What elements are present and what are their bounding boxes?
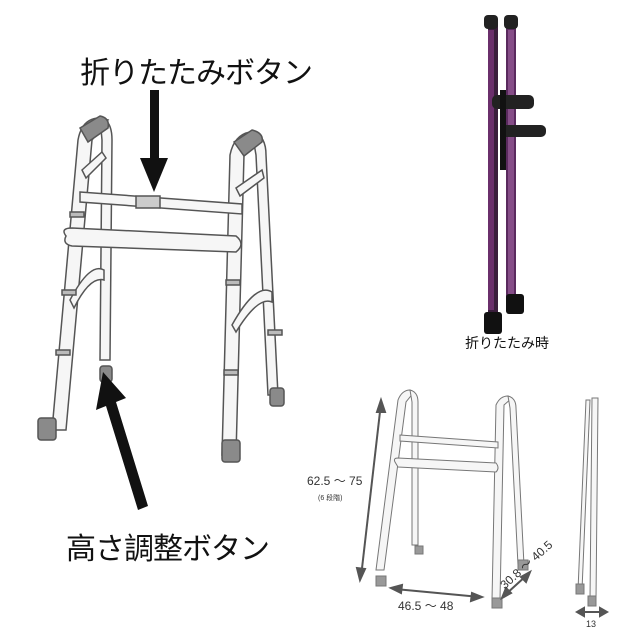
fold-button-arrow xyxy=(140,90,168,192)
height-button-label: 高さ調整ボタン xyxy=(66,532,270,567)
height-steps: (6 段階) xyxy=(318,495,343,502)
height-dimension: 62.5 ～ 75 xyxy=(307,474,363,488)
fold-button-label: 折りたたみボタン xyxy=(80,56,313,91)
dimension-drawing xyxy=(375,389,599,609)
walker-main xyxy=(37,115,285,463)
folded-caption: 折りたたみ時 xyxy=(465,336,549,352)
folded-walker-photo xyxy=(484,15,546,334)
width-dimension: 46.5 ～ 48 xyxy=(398,599,454,613)
folded-width-dimension: 13 xyxy=(586,619,597,629)
dimension-arrows xyxy=(355,396,610,618)
height-button-arrow xyxy=(96,372,148,510)
